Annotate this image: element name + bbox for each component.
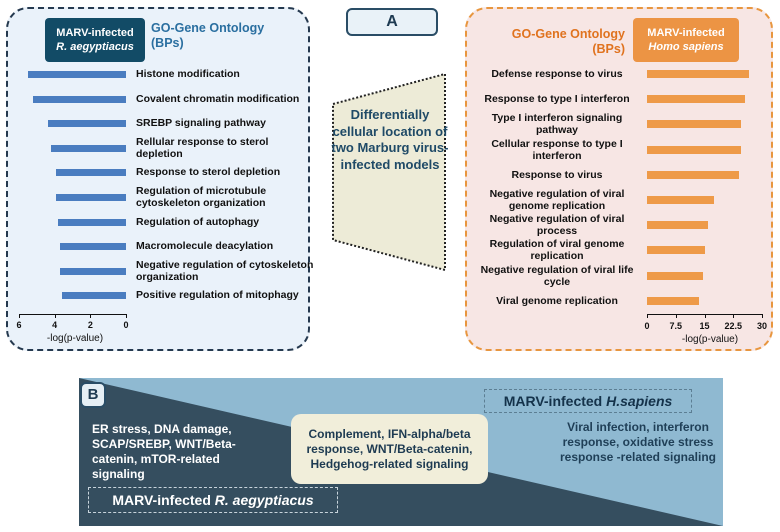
right-axis-tick xyxy=(704,314,706,318)
right-bar xyxy=(647,271,703,280)
right-badge-line1: MARV-infected xyxy=(647,27,725,39)
left-bar-label: Rellular response to sterol depletion xyxy=(136,135,269,160)
left-axis-tick-label: 6 xyxy=(16,320,22,330)
left-bar-label: SREBP signaling pathway xyxy=(136,117,266,130)
right-bar-label: Response to type I interferon xyxy=(484,93,630,106)
right-axis-tick-label: 30 xyxy=(756,321,767,331)
right-axis-tick-label: 0 xyxy=(644,321,650,331)
right-axis-tick-label: 15 xyxy=(699,321,710,331)
center-description: Differentially cellular location of two … xyxy=(331,107,449,172)
right-axis-tick-label: 7.5 xyxy=(669,321,682,331)
left-badge-line2: R. aegyptiacus xyxy=(56,41,134,53)
right-bar-label: Defense response to virus xyxy=(491,68,623,80)
left-go-title: GO-Gene Ontology (BPs) xyxy=(151,21,271,51)
left-bar xyxy=(60,243,126,251)
right-bar xyxy=(647,170,739,179)
left-bar xyxy=(47,120,126,128)
right-go-line1: GO-Gene Ontology xyxy=(511,27,625,41)
left-x-axis-title: -log(p-value) xyxy=(46,333,104,344)
center-hexagon xyxy=(332,72,446,272)
right-bar-label: Negative regulation of viral process xyxy=(489,213,625,238)
right-bar xyxy=(647,221,709,230)
right-bar xyxy=(647,145,741,154)
right-go-line2: (BPs) xyxy=(592,42,625,56)
ra-label-text: MARV-infected xyxy=(112,492,215,508)
right-bar xyxy=(647,296,699,305)
r-aegyptiacus-signaling: ER stress, DNA damage, SCAP/SREBP, WNT/B… xyxy=(92,422,236,481)
left-axis-tick xyxy=(19,314,20,318)
right-go-title: GO-Gene Ontology (BPs) xyxy=(509,27,625,57)
right-bar xyxy=(647,120,741,129)
right-badge-line2: Homo sapiens xyxy=(648,41,724,53)
left-go-panel xyxy=(6,7,310,351)
left-bar-label: Negative regulation of cytoskeleton orga… xyxy=(136,258,314,283)
right-axis-tick xyxy=(675,314,677,318)
h-sapiens-label: MARV-infected H.sapiens xyxy=(484,389,692,413)
right-axis-tick xyxy=(647,314,648,318)
right-bar xyxy=(647,95,745,104)
left-bar-label: Covalent chromatin modification xyxy=(136,92,300,105)
right-bar-label: Regulation of viral genome replication xyxy=(489,238,625,263)
right-axis-tick-label: 22.5 xyxy=(724,321,743,331)
right-bar-label: Negative regulation of viral life cycle xyxy=(480,263,634,288)
right-species-badge: MARV-infected Homo sapiens xyxy=(633,18,739,62)
left-bar-label: Response to sterol depletion xyxy=(136,166,281,179)
left-bar-label: Histone modification xyxy=(136,68,240,80)
r-aegyptiacus-label: MARV-infected R. aegyptiacus xyxy=(88,487,338,513)
left-bar-label: Regulation of autophagy xyxy=(136,215,260,228)
left-axis-tick-label: 2 xyxy=(87,320,93,330)
right-bar xyxy=(647,70,749,78)
right-bar-label: Negative regulation of viral genome repl… xyxy=(489,188,625,212)
left-go-line2: (BPs) xyxy=(151,36,184,50)
left-go-line1: GO-Gene Ontology xyxy=(151,21,265,35)
left-bar xyxy=(33,95,126,103)
right-x-axis-title: -log(p-value) xyxy=(681,334,739,345)
left-badge-line1: MARV-infected xyxy=(56,27,134,39)
left-axis-tick xyxy=(126,314,127,318)
left-bar xyxy=(60,267,126,275)
hs-label-text: MARV-infected xyxy=(503,393,607,409)
left-bar-label: Positive regulation of mitophagy xyxy=(136,289,299,302)
left-axis-tick xyxy=(54,314,56,318)
right-bar xyxy=(647,196,715,204)
shared-signaling-text: Complement, IFN-alpha/beta response, WNT… xyxy=(306,426,473,471)
left-bar xyxy=(51,144,126,152)
left-bar-label: Regulation of microtubule cytoskeleton o… xyxy=(136,185,267,209)
right-go-panel xyxy=(465,7,773,351)
panel-b-label: B xyxy=(80,382,106,408)
shared-signaling-box: Complement, IFN-alpha/beta response, WNT… xyxy=(291,414,488,484)
right-bar xyxy=(647,246,705,255)
right-bar-label: Viral genome replication xyxy=(496,294,618,307)
panel-a-label: A xyxy=(346,8,438,36)
left-bar xyxy=(27,71,126,78)
left-bar xyxy=(56,169,126,177)
right-bar-label: Cellular response to type I interferon xyxy=(491,137,623,162)
right-bar-label: Type I interferon signaling pathway xyxy=(491,112,623,137)
left-bar xyxy=(56,194,126,201)
left-bar xyxy=(61,292,126,300)
right-axis-tick xyxy=(762,314,763,318)
hs-species-name: H.sapiens xyxy=(606,393,673,409)
right-bar-label: Response to virus xyxy=(511,168,603,181)
ra-species-name: R. aegyptiacus xyxy=(214,492,314,508)
h-sapiens-signaling: Viral infection, interferon response, ox… xyxy=(559,420,717,464)
left-bar xyxy=(58,218,126,226)
left-x-axis xyxy=(19,314,127,315)
left-species-badge: MARV-infected R. aegyptiacus xyxy=(45,18,145,62)
left-axis-tick-label: 0 xyxy=(123,320,129,330)
left-axis-tick-label: 4 xyxy=(52,320,58,330)
right-axis-tick xyxy=(733,314,735,318)
left-bar-label: Macromolecule deacylation xyxy=(136,240,274,253)
left-axis-tick xyxy=(90,314,92,318)
